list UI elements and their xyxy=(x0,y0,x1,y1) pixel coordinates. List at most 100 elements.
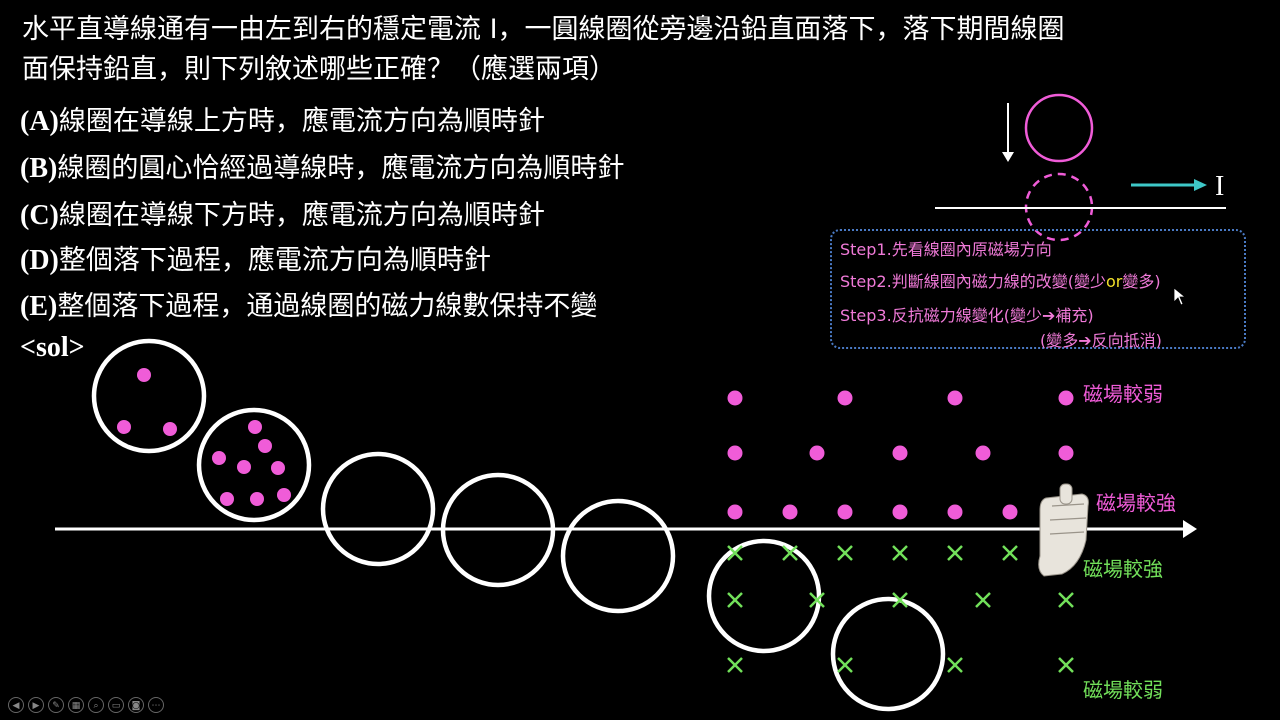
field-dot xyxy=(212,451,226,465)
field-cross xyxy=(975,592,991,608)
field-cross xyxy=(1058,592,1074,608)
field-dot xyxy=(1058,390,1074,406)
more-icon[interactable]: ⋯ xyxy=(148,697,164,713)
field-cross xyxy=(727,545,743,561)
option-e-text: 整個落下過程，通過線圈的磁力線數保持不變 xyxy=(57,291,598,322)
wire-arrow-head xyxy=(1183,520,1197,538)
loop-1 xyxy=(91,338,207,454)
field-dot xyxy=(237,460,251,474)
loop-5 xyxy=(560,498,676,614)
field-cross xyxy=(947,657,963,673)
field-dot xyxy=(727,390,743,406)
field-dots-above xyxy=(727,390,1074,520)
label-weak-field-top: 磁場較弱 xyxy=(1083,382,1163,406)
field-dot xyxy=(220,492,234,506)
field-cross xyxy=(947,545,963,561)
field-cross xyxy=(727,657,743,673)
label-weak-field-bottom: 磁場較弱 xyxy=(1083,678,1163,702)
presentation-toolbar: ◀ ▶ ✎ ▦ ⌕ ▭ ◙ ⋯ xyxy=(8,697,164,713)
loop-6 xyxy=(706,538,822,654)
step-2: Step2.判斷線圈內磁力線的改變(變少or變多) xyxy=(840,268,1161,292)
option-b: (B)線圈的圓心恰經過導線時，應電流方向為順時針 xyxy=(20,146,624,185)
field-dot xyxy=(727,445,743,461)
field-cross xyxy=(837,657,853,673)
field-dot xyxy=(117,420,131,434)
current-label: I xyxy=(1215,171,1224,202)
solution-label: <sol> xyxy=(20,332,85,363)
label-strong-field-bottom: 磁場較強 xyxy=(1083,557,1163,581)
question-line-1: 水平直導線通有一由左到右的穩定電流 I，一圓線圈從旁邊沿鉛直面落下，落下期間線圈 xyxy=(22,14,1065,45)
field-crosses-below xyxy=(727,545,1074,673)
field-cross xyxy=(782,545,798,561)
steps-box xyxy=(830,229,1246,349)
label-strong-field-top: 磁場較強 xyxy=(1096,491,1176,515)
option-b-label: (B) xyxy=(20,153,58,184)
option-e: (E)整個落下過程，通過線圈的磁力線數保持不變 xyxy=(20,284,597,323)
field-cross xyxy=(837,545,853,561)
right-hand-icon xyxy=(1038,483,1089,577)
loop-sequence xyxy=(91,338,946,712)
field-dot xyxy=(782,504,798,520)
step-2-or: or xyxy=(1105,272,1123,291)
field-cross xyxy=(1002,545,1018,561)
option-e-label: (E) xyxy=(20,291,58,322)
field-dot xyxy=(892,445,908,461)
slides-icon[interactable]: ▦ xyxy=(68,697,84,713)
field-dot xyxy=(258,439,272,453)
field-dot xyxy=(947,504,963,520)
field-cross xyxy=(892,545,908,561)
zoom-icon[interactable]: ⌕ xyxy=(88,697,104,713)
subtitle-icon[interactable]: ▭ xyxy=(108,697,124,713)
field-dot xyxy=(271,461,285,475)
field-dot xyxy=(163,422,177,436)
field-dot xyxy=(1058,445,1074,461)
current-arrow-head xyxy=(1194,179,1207,191)
option-c: (C)線圈在導線下方時，應電流方向為順時針 xyxy=(20,193,545,232)
field-dot xyxy=(975,445,991,461)
loop-7 xyxy=(830,596,946,712)
field-cross xyxy=(727,592,743,608)
field-dot xyxy=(947,390,963,406)
option-d-label: (D) xyxy=(20,245,59,276)
pen-icon[interactable]: ✎ xyxy=(48,697,64,713)
step-2-part-b: 變多) xyxy=(1122,272,1161,291)
loop-3 xyxy=(320,451,436,567)
step-2-part-a: Step2.判斷線圈內磁力線的改變(變少 xyxy=(840,272,1106,291)
field-cross xyxy=(809,592,825,608)
next-icon[interactable]: ▶ xyxy=(28,697,44,713)
field-dot xyxy=(837,390,853,406)
field-dot xyxy=(277,488,291,502)
step-1: Step1.先看線圈內原磁場方向 xyxy=(840,240,1052,259)
loop-field-dots xyxy=(117,368,291,506)
field-dot xyxy=(137,368,151,382)
mouse-cursor-icon xyxy=(1173,287,1187,306)
loop-4 xyxy=(440,472,556,588)
field-dot xyxy=(809,445,825,461)
field-dot xyxy=(1002,504,1018,520)
option-b-text: 線圈的圓心恰經過導線時，應電流方向為順時針 xyxy=(57,153,625,184)
fall-arrow-head xyxy=(1002,152,1014,162)
option-c-text: 線圈在導線下方時，應電流方向為順時針 xyxy=(58,200,545,231)
prev-icon[interactable]: ◀ xyxy=(8,697,24,713)
question-line-2: 面保持鉛直，則下列敘述哪些正確？（應選兩項） xyxy=(22,54,616,85)
field-dot xyxy=(837,504,853,520)
loop-2 xyxy=(196,407,312,523)
inset-illustration: I xyxy=(935,93,1226,242)
option-d-text: 整個落下過程，應電流方向為順時針 xyxy=(58,245,491,276)
camera-icon[interactable]: ◙ xyxy=(128,697,144,713)
option-a-text: 線圈在導線上方時，應電流方向為順時針 xyxy=(58,106,545,137)
field-cross xyxy=(1058,657,1074,673)
option-d: (D)整個落下過程，應電流方向為順時針 xyxy=(20,238,491,277)
field-dot xyxy=(250,492,264,506)
field-dot xyxy=(248,420,262,434)
step-3: Step3.反抗磁力線變化(變少➔補充) xyxy=(840,306,1094,325)
inset-loop-solid xyxy=(1024,93,1094,163)
field-dot xyxy=(727,504,743,520)
option-c-label: (C) xyxy=(20,200,59,231)
option-a: (A)線圈在導線上方時，應電流方向為順時針 xyxy=(20,99,545,138)
field-cross xyxy=(892,592,908,608)
option-a-label: (A) xyxy=(20,106,59,137)
field-dot xyxy=(892,504,908,520)
step-3-continued: (變多➔反向抵消) xyxy=(1040,331,1162,350)
